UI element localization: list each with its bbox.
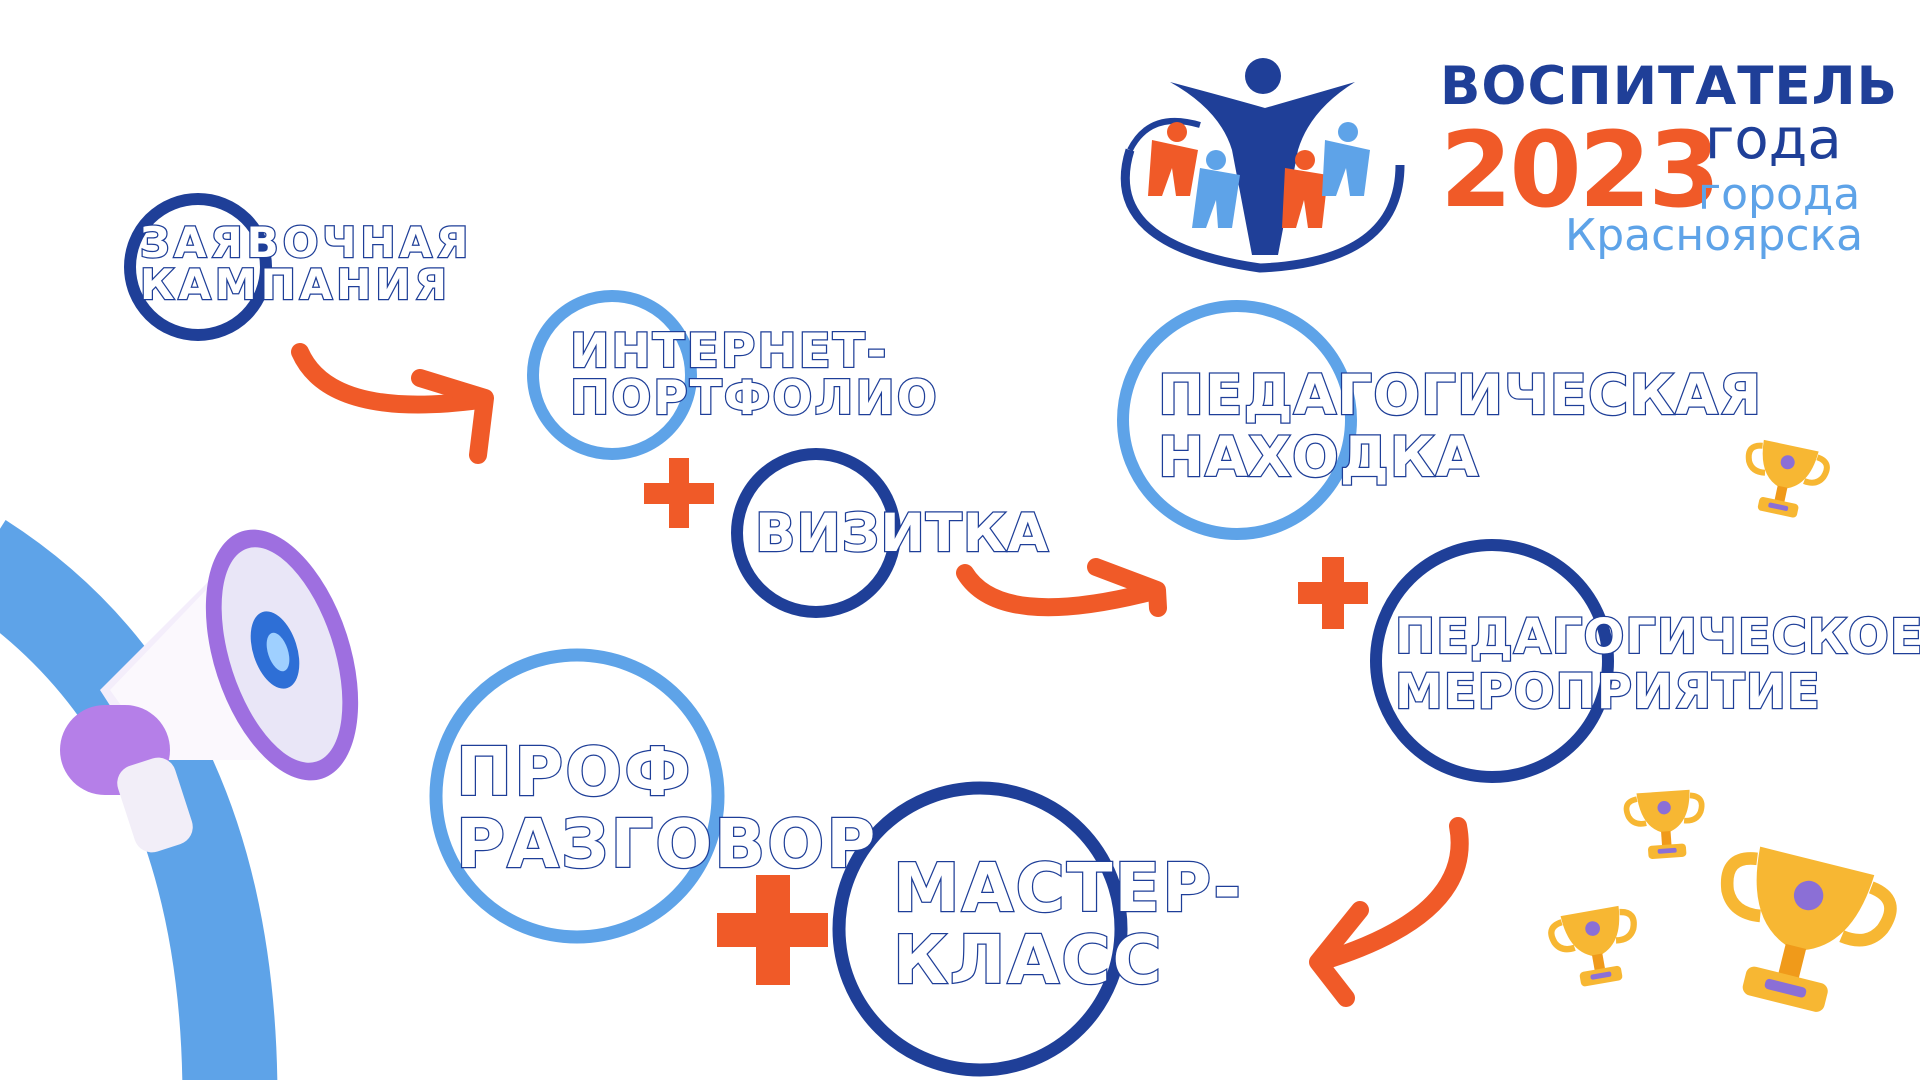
arrow-icon xyxy=(1309,817,1469,1007)
plus-icon xyxy=(1298,557,1368,629)
stage-label-prof: ПРОФ РАЗГОВОР xyxy=(455,733,878,884)
logo-city: Красноярска xyxy=(1565,210,1864,261)
trophy-icon xyxy=(1623,789,1705,859)
stage-label-portfolio: ИНТЕРНЕТ- ПОРТФОЛИО xyxy=(569,324,939,426)
circle-zayavochnaya xyxy=(124,193,272,341)
logo-goda: года xyxy=(1705,107,1842,172)
logo-year: 2023 xyxy=(1440,109,1720,231)
circle-nakhodka xyxy=(1117,300,1357,540)
circle-portfolio xyxy=(527,290,697,460)
megaphone-icon xyxy=(60,529,359,853)
trophy-icon xyxy=(1745,439,1830,518)
people-emblem-icon xyxy=(1120,58,1405,273)
arrow-icon xyxy=(956,558,1167,617)
stage-label-nakhodka-line: ПЕДАГОГИЧЕСКАЯ НАХОДКА xyxy=(1157,363,1763,489)
trophy-icon xyxy=(1548,905,1637,987)
circle-meropriyatie xyxy=(1370,539,1614,783)
logo-goroda: города xyxy=(1698,169,1861,220)
trophy-icon xyxy=(1720,846,1897,1012)
arrow-icon xyxy=(291,343,494,464)
stage-label-zayavochnaya: ЗАЯВОЧНАЯ КАМПАНИЯ xyxy=(139,218,473,309)
circle-master xyxy=(832,781,1128,1077)
stage-label-meropriyatie: ПЕДАГОГИЧЕСКОЕ МЕРОПРИЯТИЕ xyxy=(1394,608,1920,721)
stage-label-vizitka: ВИЗИТКА xyxy=(754,503,1050,564)
plus-icon xyxy=(644,458,714,528)
stage-label-master: МАСТЕР- КЛАСС xyxy=(892,849,1244,1000)
plus-icon xyxy=(717,875,828,985)
circle-vizitka xyxy=(731,448,901,618)
circle-prof xyxy=(429,648,725,944)
logo-title: ВОСПИТАТЕЛЬ xyxy=(1440,56,1899,117)
